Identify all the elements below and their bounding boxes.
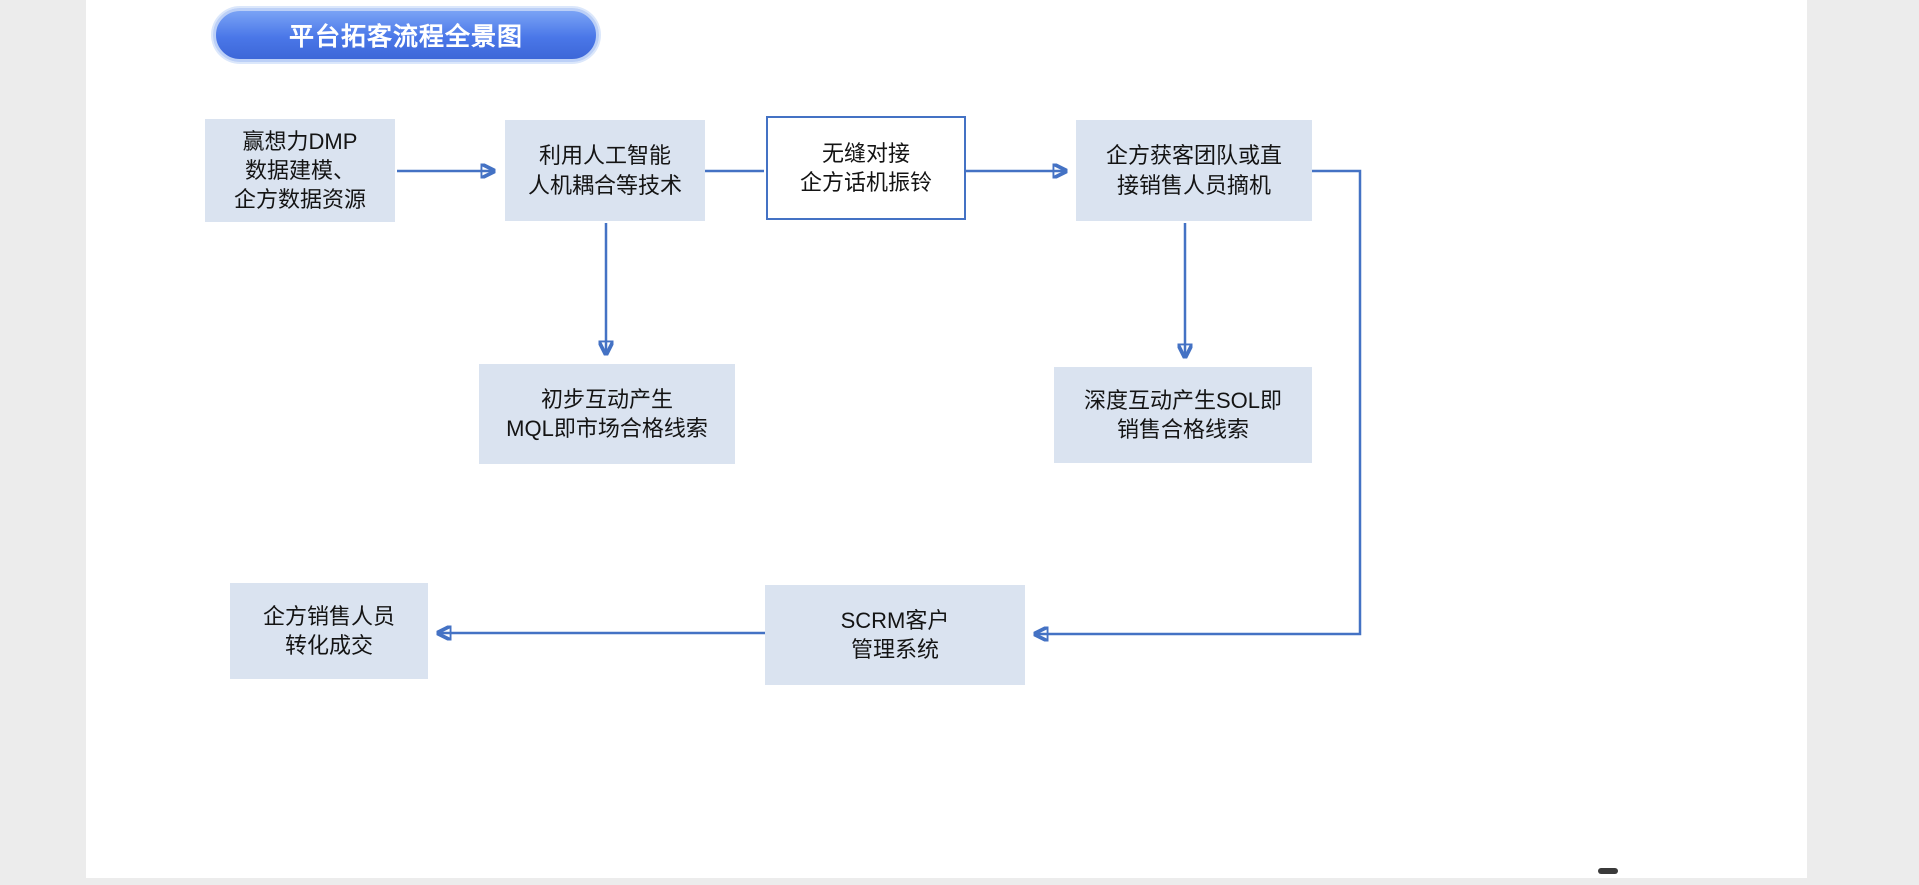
diagram-title-pill: 平台拓客流程全景图 xyxy=(213,8,599,62)
bottom-right-dash xyxy=(1598,868,1618,874)
node-seamless-connection: 无缝对接 企方话机振铃 xyxy=(766,116,966,220)
node-label-line: 赢想力DMP xyxy=(242,128,358,154)
diagram-title: 平台拓客流程全景图 xyxy=(288,23,523,51)
node-label-line: 无缝对接 xyxy=(821,140,910,166)
node-label-line: 销售合格线索 xyxy=(1116,417,1249,442)
node-ai-technology: 利用人工智能 人机耦合等技术 xyxy=(505,120,705,221)
node-label-line: 接销售人员摘机 xyxy=(1116,172,1271,198)
node-label-line: 深度互动产生SOL即 xyxy=(1083,387,1283,413)
node-scrm-system: SCRM客户 管理系统 xyxy=(765,585,1025,685)
node-label-line: 管理系统 xyxy=(850,637,939,662)
node-label-line: MQL即市场合格线索 xyxy=(506,416,708,441)
bottom-margin-strip xyxy=(0,878,1919,885)
left-margin-strip xyxy=(0,0,86,885)
node-label-line: 企方获客团队或直 xyxy=(1105,143,1282,169)
node-label-line: 利用人工智能 xyxy=(538,143,671,169)
node-sql-leads: 深度互动产生SOL即 销售合格线索 xyxy=(1054,367,1312,463)
node-label-line: SCRM客户 xyxy=(840,607,950,633)
node-label-line: 企方数据资源 xyxy=(233,187,366,213)
node-label-line: 企方话机振铃 xyxy=(799,170,932,195)
node-sales-conversion: 企方销售人员 转化成交 xyxy=(230,583,428,679)
node-label-line: 转化成交 xyxy=(284,633,373,658)
node-mql-leads: 初步互动产生 MQL即市场合格线索 xyxy=(479,364,735,464)
node-label-line: 企方销售人员 xyxy=(262,603,395,629)
right-margin-strip xyxy=(1807,0,1919,885)
node-label-line: 人机耦合等技术 xyxy=(527,172,682,198)
node-acquisition-team: 企方获客团队或直 接销售人员摘机 xyxy=(1076,120,1312,221)
node-dmp-data-modeling: 赢想力DMP 数据建模、 企方数据资源 xyxy=(205,119,395,222)
node-label-line: 数据建模、 xyxy=(244,157,355,183)
node-label-line: 初步互动产生 xyxy=(540,386,673,412)
